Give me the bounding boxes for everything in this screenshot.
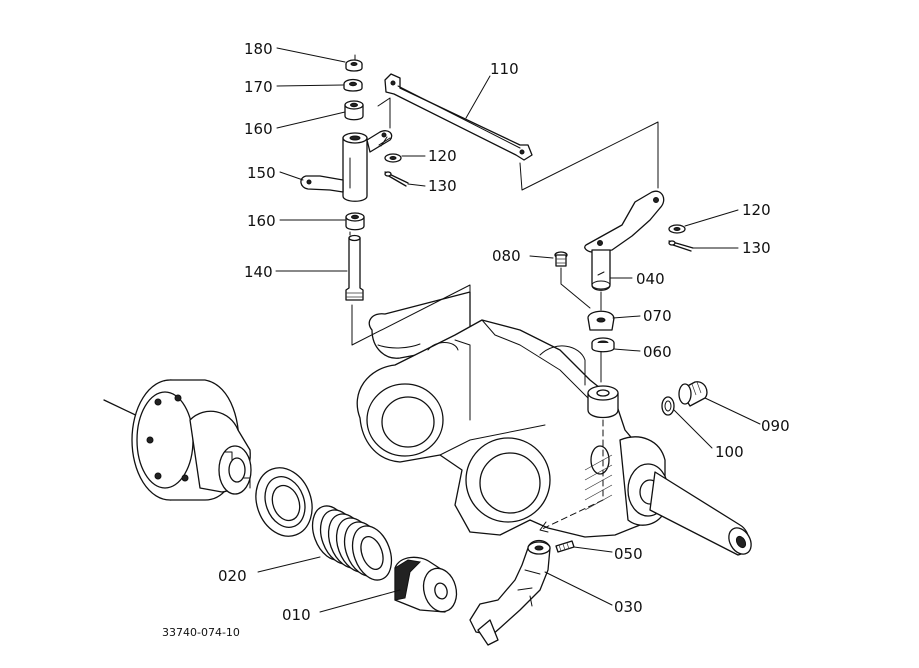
callout-110: 110 [490,60,519,78]
differential-case [103,379,252,501]
callout-leaders [257,47,761,613]
callout-150: 150 [247,164,276,182]
callout-labels: 180 170 160 150 160 140 110 120 130 120 … [218,40,790,624]
callout-120-left: 120 [428,147,457,165]
callout-160-top: 160 [244,120,273,138]
washer-120-right [668,224,686,234]
callout-120-right: 120 [742,201,771,219]
callout-170: 170 [244,78,273,96]
seal-100 [661,396,675,416]
callout-080: 080 [492,247,521,265]
shift-fork-030 [469,539,551,646]
block-070 [587,310,615,331]
callout-140: 140 [244,263,273,281]
diagram-reference-code: 33740-074-10 [162,626,240,639]
gear-housing [356,291,752,556]
bushing-160-top [344,100,364,121]
callout-020: 020 [218,567,247,585]
callout-100: 100 [715,443,744,461]
callout-040: 040 [636,270,665,288]
callout-180: 180 [244,40,273,58]
washer-180 [345,59,363,72]
shift-collar-010 [394,556,458,613]
washer-120-left [384,153,402,163]
assembly-lines [349,54,659,383]
shaft-arm-040 [584,190,665,291]
lever-150 [300,130,393,202]
callout-090: 090 [761,417,790,435]
shaft-140 [345,234,364,301]
rod-110 [384,73,533,161]
washer-170 [343,78,363,92]
bolt-080 [554,251,568,267]
callout-050: 050 [614,545,643,563]
plug-090 [678,381,708,407]
callout-010: 010 [282,606,311,624]
callout-130-left: 130 [428,177,457,195]
callout-030: 030 [614,598,643,616]
washer-060 [591,337,615,353]
spring-part [311,505,393,581]
callout-130-right: 130 [742,239,771,257]
bushing-160-bottom [345,212,365,231]
cotter-pin-130-right [668,240,694,252]
bearing-020-assembly [255,467,313,537]
cotter-pin-130-left [384,171,409,187]
callout-060: 060 [643,343,672,361]
callout-070: 070 [643,307,672,325]
pin-050 [555,540,575,553]
callout-160-bottom: 160 [247,212,276,230]
